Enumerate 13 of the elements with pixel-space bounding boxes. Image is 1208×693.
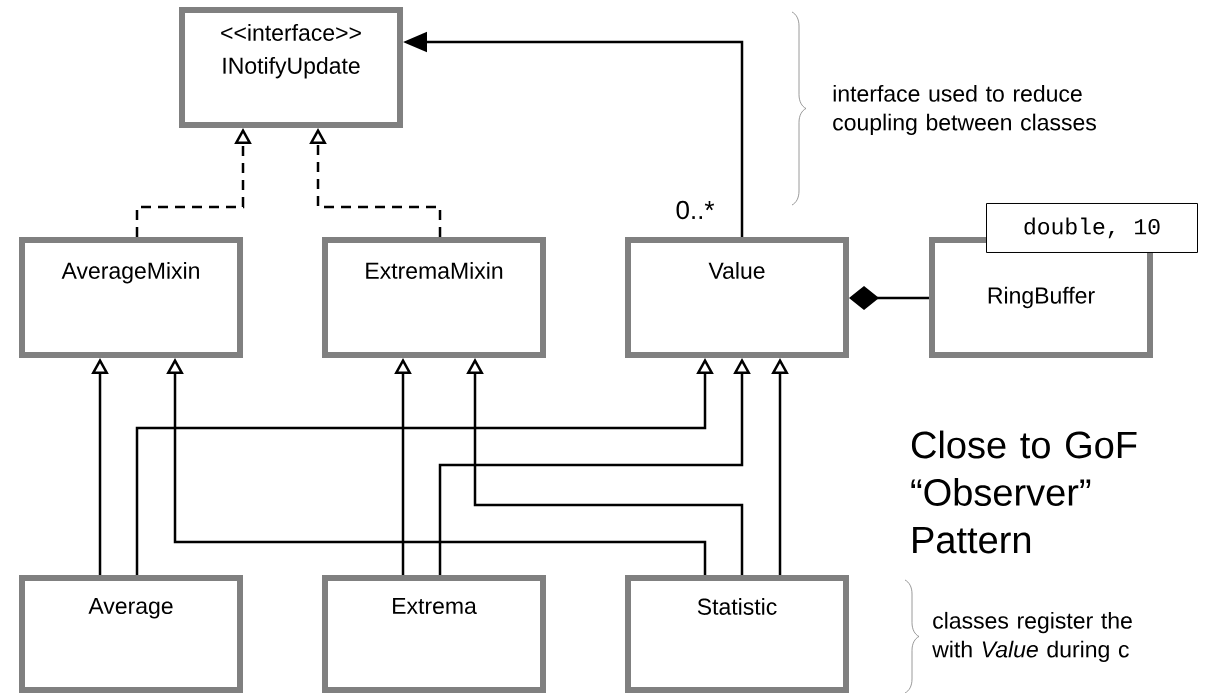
class-box: <<interface>> INotifyUpdate	[179, 7, 403, 128]
annotation-text: classes register the with Value during c	[932, 611, 1132, 663]
class-box: Value	[625, 237, 849, 358]
class-box: AverageMixin	[19, 237, 243, 358]
class-box: ExtremaMixin	[322, 237, 546, 358]
annotation-text: interface used to reduce coupling between classes	[833, 84, 1096, 136]
arrow	[849, 286, 929, 310]
class-box: Statistic	[625, 575, 849, 693]
template-parameter-box: double, 10	[986, 203, 1198, 253]
class-box: Extrema	[322, 575, 546, 693]
pattern-title: Close to GoF “Observer” Pattern	[911, 430, 1137, 554]
class-box: Average	[19, 575, 243, 693]
edge-label: 0..*	[674, 199, 716, 221]
